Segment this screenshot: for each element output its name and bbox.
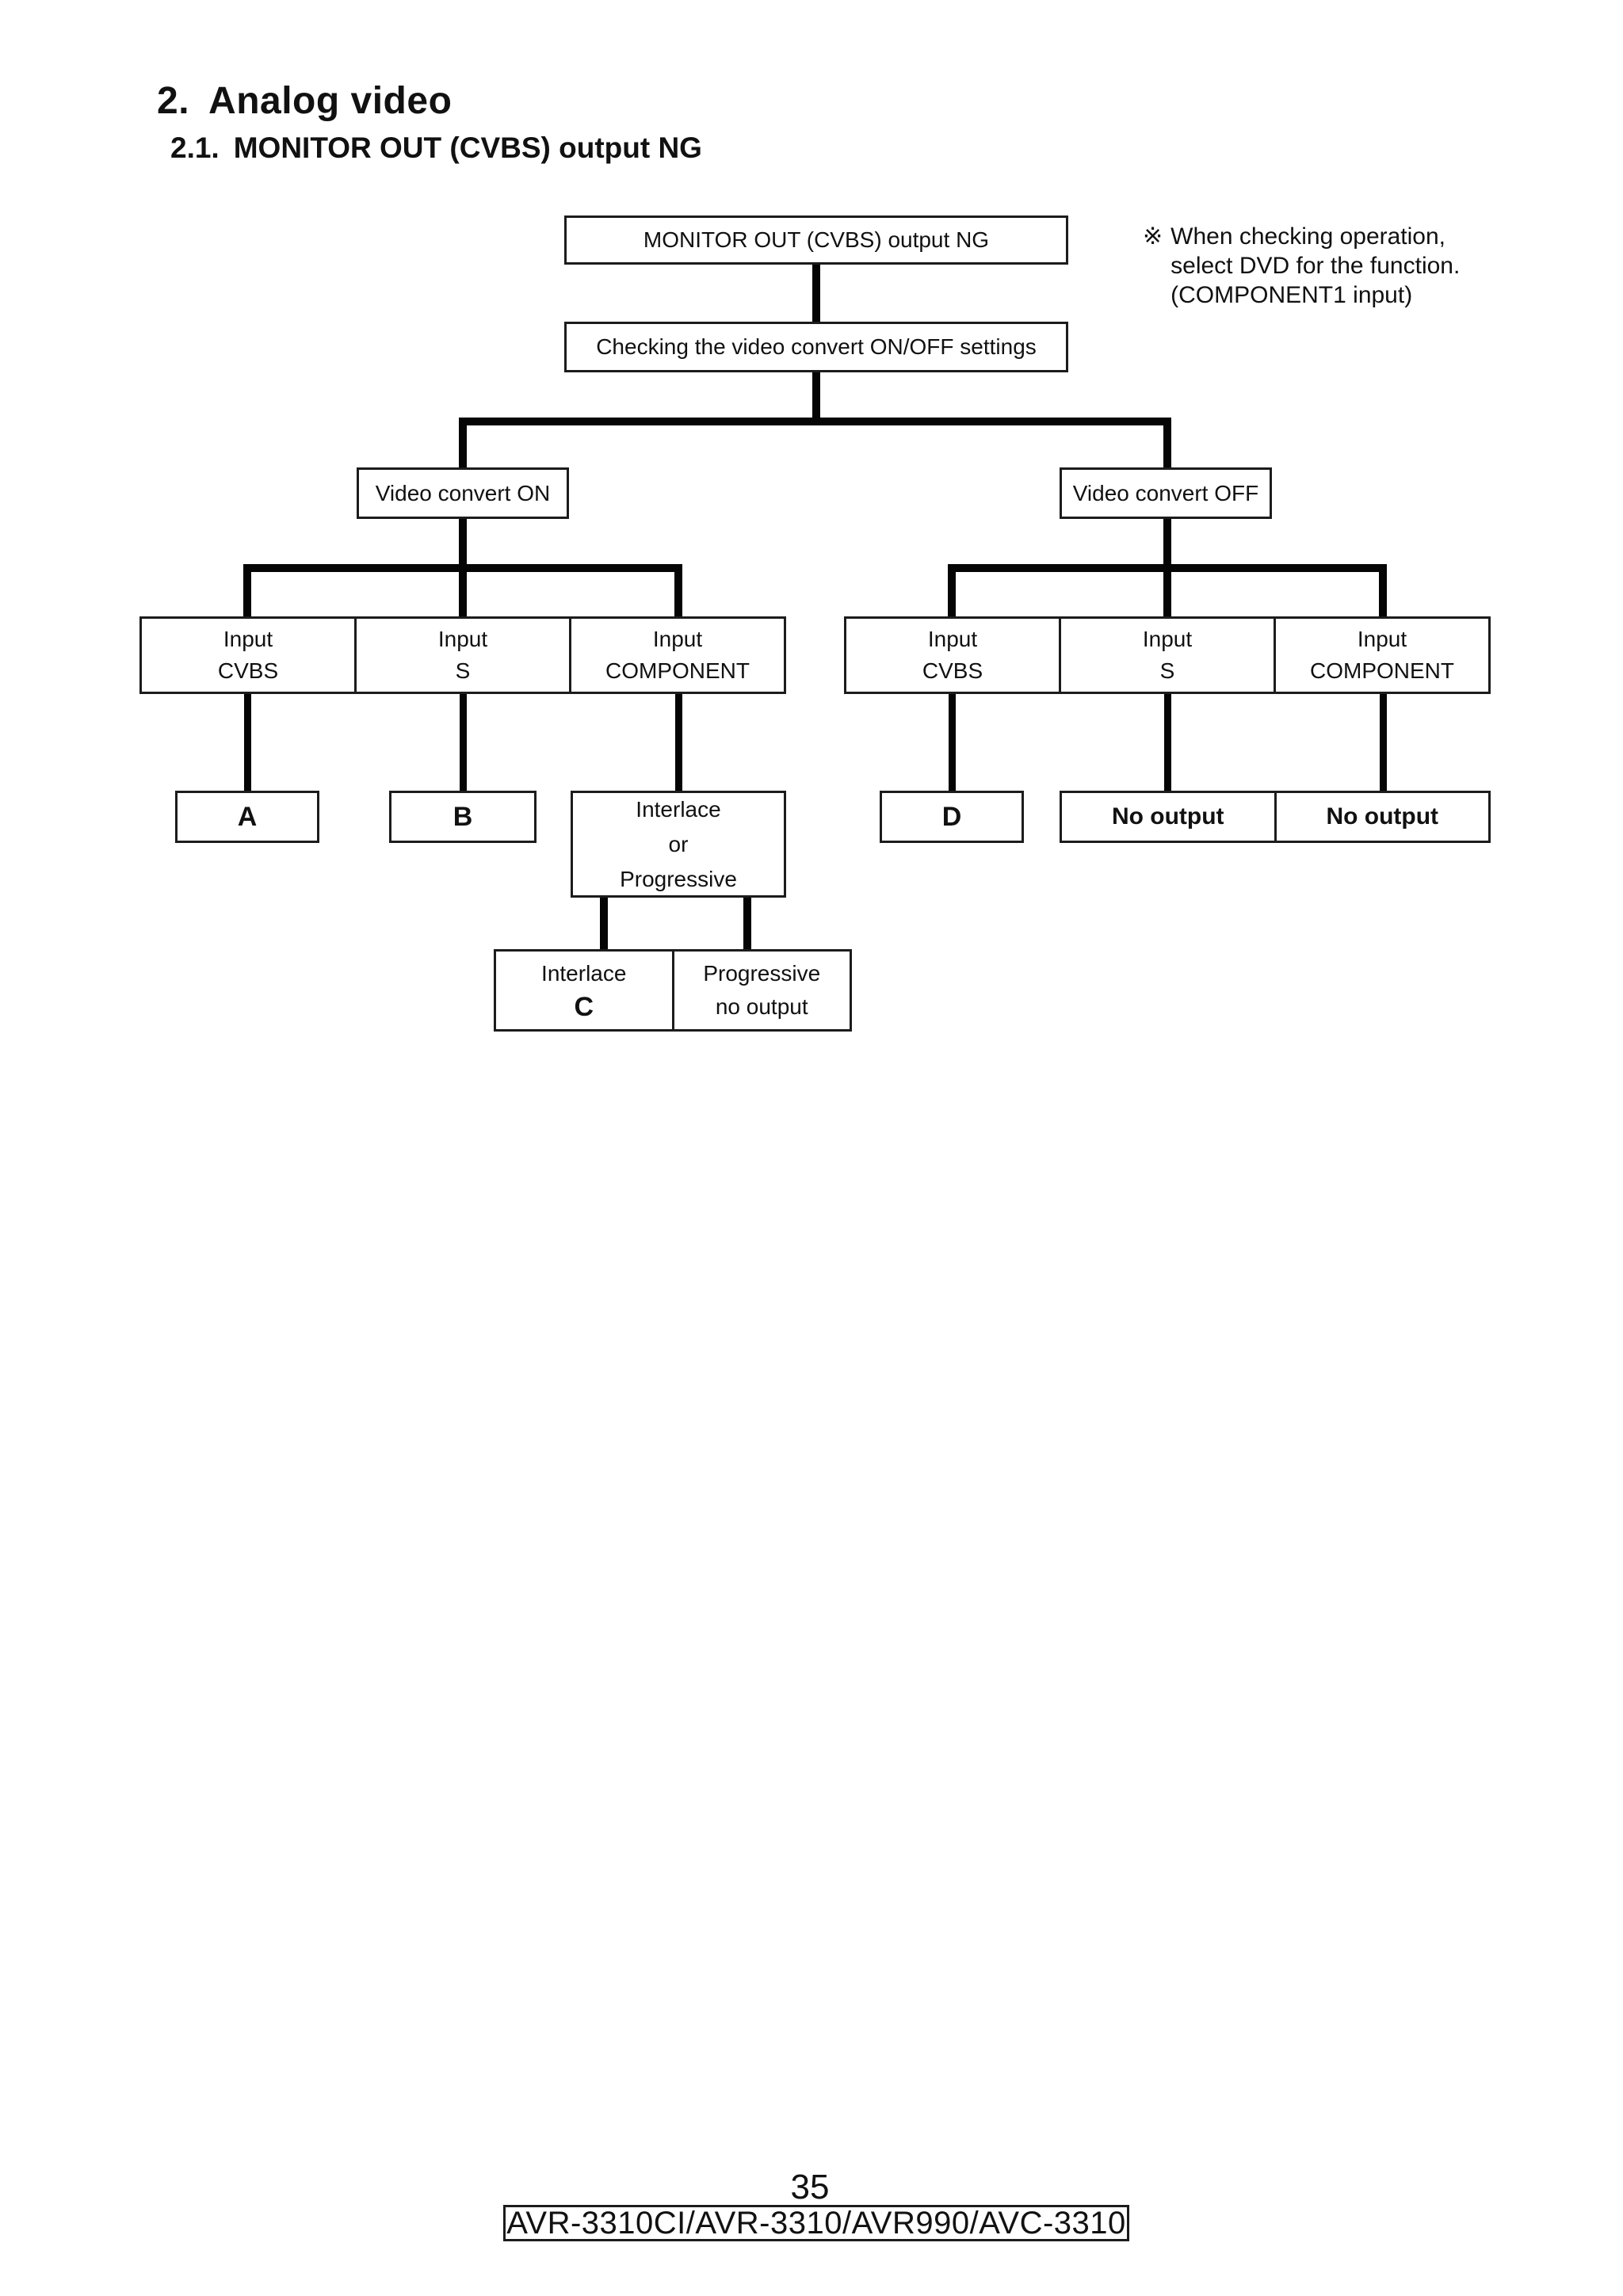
subsection-title: 2.1. MONITOR OUT (CVBS) output NG xyxy=(170,132,702,165)
flow-node-label: Video convert ON xyxy=(375,480,551,505)
flow-node-result-b: B xyxy=(389,791,537,843)
result-text: No output xyxy=(1326,803,1439,830)
result-line: Progressive xyxy=(620,866,737,891)
input-word: Input xyxy=(1357,627,1407,651)
flow-group-no-output: No output No output xyxy=(1060,791,1491,843)
input-type: CVBS xyxy=(217,658,279,683)
connector-off-cvbs-result xyxy=(949,694,956,791)
input-word: Input xyxy=(927,627,978,651)
connector-off-component-result xyxy=(1380,694,1387,791)
flow-node-on-input-component: Input COMPONENT xyxy=(569,619,784,692)
flow-node-no-output-component: No output xyxy=(1274,793,1489,841)
result-letter: B xyxy=(453,802,473,832)
flow-node-no-output-s: No output xyxy=(1062,793,1274,841)
flow-group-on-inputs: Input CVBS Input S Input COMPONENT xyxy=(139,616,786,694)
input-type: CVBS xyxy=(922,658,983,683)
input-word: Input xyxy=(437,627,488,651)
section-title: 2. Analog video xyxy=(157,79,452,123)
reference-note-text: When checking operation, select DVD for … xyxy=(1170,222,1460,310)
flow-node-interlace-c: Interlace C xyxy=(496,952,672,1029)
section-title-text: Analog video xyxy=(208,80,453,122)
result-letter: D xyxy=(941,802,962,832)
input-word: Input xyxy=(652,627,703,651)
connector-interlace-drop xyxy=(600,898,608,949)
page-number: 35 xyxy=(790,2168,830,2206)
reference-mark-icon: ※ xyxy=(1143,223,1163,250)
connector-branch-onoff xyxy=(459,418,1171,425)
result-line: or xyxy=(668,831,689,856)
input-word: Input xyxy=(223,627,273,651)
flow-node-label: Video convert OFF xyxy=(1072,480,1259,505)
input-type: S xyxy=(455,658,471,683)
footer-model-list: AVR-3310CI/AVR-3310/AVR990/AVC-3310 xyxy=(506,2205,1126,2241)
note-line: (COMPONENT1 input) xyxy=(1170,282,1413,308)
section-number: 2. xyxy=(157,80,190,122)
reference-note: ※ When checking operation, select DVD fo… xyxy=(1143,222,1460,310)
flow-node-off-input-component: Input COMPONENT xyxy=(1274,619,1488,692)
flow-group-component-outcomes: Interlace C Progressive no output xyxy=(494,949,852,1032)
result-line: Interlace xyxy=(636,796,721,822)
input-type: S xyxy=(1159,658,1175,683)
connector-on-cvbs-drop xyxy=(243,564,251,616)
flow-node-interlace-or-progressive: Interlace or Progressive xyxy=(571,791,786,898)
subsection-title-text: MONITOR OUT (CVBS) output NG xyxy=(233,132,702,164)
flow-node-video-convert-on: Video convert ON xyxy=(357,467,569,519)
flow-group-off-inputs: Input CVBS Input S Input COMPONENT xyxy=(844,616,1491,694)
flow-node-progressive-no-output: Progressive no output xyxy=(671,952,850,1029)
connector-check-down xyxy=(812,372,820,425)
subsection-number: 2.1. xyxy=(170,132,220,164)
flow-node-root: MONITOR OUT (CVBS) output NG xyxy=(564,215,1068,265)
note-line: When checking operation, xyxy=(1170,223,1446,250)
footer-model-box: AVR-3310CI/AVR-3310/AVR990/AVC-3310 xyxy=(503,2205,1129,2241)
outcome-line: Progressive xyxy=(703,961,821,986)
note-line: select DVD for the function. xyxy=(1170,253,1461,279)
flow-node-off-input-s: Input S xyxy=(1059,619,1274,692)
flow-node-label: MONITOR OUT (CVBS) output NG xyxy=(643,227,990,252)
flow-node-off-input-cvbs: Input CVBS xyxy=(846,619,1059,692)
connector-branch-on-drop xyxy=(459,418,467,467)
connector-on-inputs-branch xyxy=(243,564,682,572)
connector-off-cvbs-drop xyxy=(948,564,956,616)
outcome-line: Interlace xyxy=(541,961,627,986)
connector-progressive-drop xyxy=(743,898,751,949)
result-letter: C xyxy=(574,992,594,1022)
flow-node-check-settings: Checking the video convert ON/OFF settin… xyxy=(564,322,1068,372)
flow-node-video-convert-off: Video convert OFF xyxy=(1060,467,1272,519)
connector-on-component-drop xyxy=(674,564,682,616)
connector-branch-off-drop xyxy=(1163,418,1171,467)
connector-on-cvbs-result xyxy=(244,694,251,791)
input-type: COMPONENT xyxy=(605,658,750,683)
flow-node-on-input-cvbs: Input CVBS xyxy=(142,619,354,692)
flow-node-result-d: D xyxy=(880,791,1024,843)
input-type: COMPONENT xyxy=(1310,658,1454,683)
connector-off-component-drop xyxy=(1379,564,1387,616)
connector-off-inputs-branch xyxy=(948,564,1387,572)
flow-node-result-a: A xyxy=(175,791,319,843)
result-letter: A xyxy=(237,802,258,832)
connector-root-to-check xyxy=(812,265,820,322)
connector-on-component-result xyxy=(675,694,682,791)
flow-node-on-input-s: Input S xyxy=(354,619,569,692)
input-word: Input xyxy=(1142,627,1193,651)
result-text: No output xyxy=(1111,803,1224,830)
outcome-line: no output xyxy=(715,994,808,1019)
flow-node-label: Checking the video convert ON/OFF settin… xyxy=(596,334,1037,359)
connector-on-s-result xyxy=(460,694,467,791)
connector-off-s-result xyxy=(1164,694,1171,791)
